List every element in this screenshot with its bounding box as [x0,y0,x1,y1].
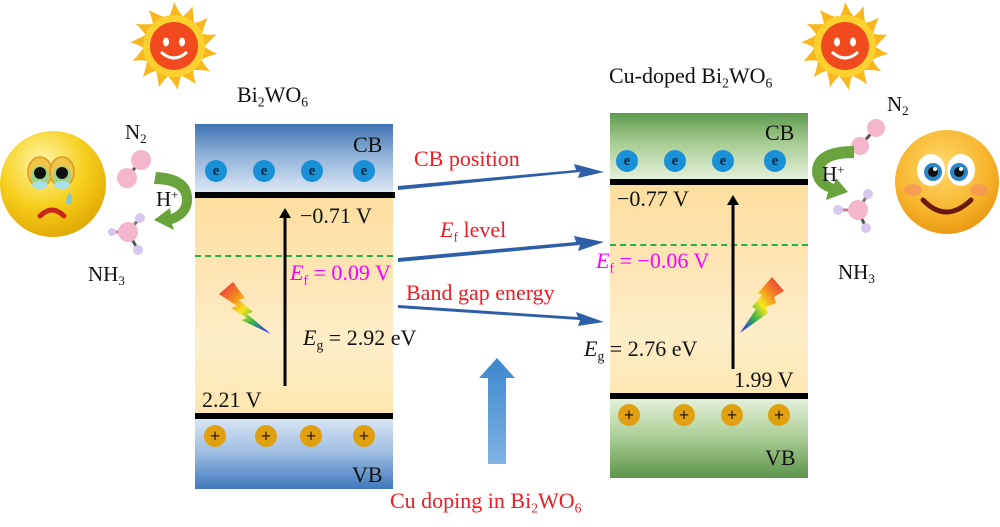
left-vb-potential: 2.21 V [202,387,262,412]
right-excitation-arrow [727,195,739,369]
n2-label-left: N2 [125,120,147,147]
right-vb-potential: 1.99 V [734,367,794,392]
n2-molecule-icon [851,119,885,155]
right-cb-label: CB [765,120,795,145]
hole: + [768,404,790,426]
right-vb-label: VB [765,445,796,470]
band-gap-arrow [398,305,604,326]
left-vb-edge [195,413,393,419]
electron: e [353,160,375,182]
left-band-gap-label: Eg = 2.92 eV [303,325,417,353]
hole: + [721,404,743,426]
hole: + [673,404,695,426]
hole: + [300,425,322,447]
proton-transfer-arrow [154,172,193,230]
electron: e [301,160,323,182]
lightning-icon [740,277,784,333]
left-cb-potential: −0.71 V [300,203,372,228]
right-vb-edge [610,393,808,399]
nh3-molecule-icon [108,213,145,255]
left-fermi-level [195,255,393,257]
sun-icon [130,2,218,90]
ef-level-arrow [398,236,604,262]
right-material-title: Cu-doped Bi2WO6 [609,63,773,91]
electron: e [205,160,227,182]
left-excitation-arrow [279,208,291,386]
electron: e [664,150,686,172]
cb-position-arrow [398,164,604,190]
left-cb-edge [195,192,395,198]
proton-label-right: H+ [822,161,845,186]
sun-icon [801,2,889,90]
proton-label-left: H+ [156,186,179,211]
electron: e [764,150,786,172]
doping-arrow [479,358,515,464]
hole: + [204,425,226,447]
n2-label-right: N2 [887,92,909,119]
left-material-title: Bi2WO6 [237,82,309,110]
right-cb-potential: −0.77 V [617,186,689,211]
right-cb-edge [610,179,808,185]
lightning-icon [219,282,271,334]
electron: e [616,150,638,172]
right-fermi-level [610,244,808,246]
nh3-label-right: NH3 [838,260,875,287]
hole: + [353,425,375,447]
left-vb-label: VB [352,462,383,487]
cb-position-label: CB position [414,146,520,171]
electron: e [253,160,275,182]
nh3-label-left: NH3 [88,262,125,289]
ef-level-label: Ef level [440,217,507,245]
proton-transfer-arrow [812,146,854,200]
hole: + [618,404,640,426]
n2-molecule-icon [117,150,151,188]
electron: e [712,150,734,172]
right-band-gap-label: Eg = 2.76 eV [584,336,698,364]
sad-face-icon [0,131,106,237]
left-fermi-label: Ef = 0.09 V [290,260,391,288]
right-fermi-label: Ef = −0.06 V [596,248,710,276]
happy-face-icon [895,130,999,234]
left-cb-label: CB [353,132,383,157]
band-gap-energy-label: Band gap energy [406,280,555,305]
hole: + [255,425,277,447]
nh3-molecule-icon [833,189,873,233]
doping-caption: Cu doping in Bi2WO6 [390,488,582,516]
